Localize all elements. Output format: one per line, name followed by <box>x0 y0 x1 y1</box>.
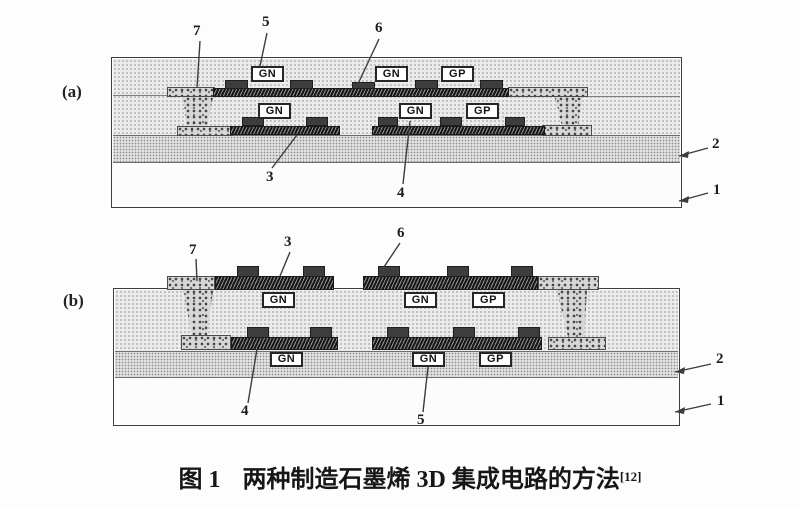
panel-a-upper-contact-5 <box>480 80 503 89</box>
panel-b-callout-5: 5 <box>417 412 425 428</box>
panel-a-upper-device-label-gn1: GN <box>251 66 284 82</box>
panel-b-upper-device-label-gn2: GN <box>404 292 437 308</box>
panel-a-upper-device-label-gp: GP <box>441 66 474 82</box>
panel-a-lower-contact-2 <box>306 117 328 126</box>
panel-b-callout-4: 4 <box>241 403 249 419</box>
leader-a-1 <box>678 192 709 202</box>
panel-a-upper-contact-3 <box>352 82 375 89</box>
panel-a-callout-2: 2 <box>712 136 720 152</box>
panel-a-layer-2 <box>113 135 680 163</box>
panel-b-lower-device-label-gp: GP <box>479 352 512 367</box>
panel-b-callout-7: 7 <box>189 242 197 258</box>
caption-title: 两种制造石墨烯 3D 集成电路的方法 <box>242 467 620 493</box>
panel-b-graphene-sheet-upper-right <box>363 276 538 290</box>
panel-b-lower-contact-4 <box>453 327 475 338</box>
panel-b-via-left-landing <box>181 335 231 350</box>
panel-a-lower-device-label-gn2: GN <box>399 103 432 119</box>
figure-caption: 图 1 两种制造石墨烯 3D 集成电路的方法[12] <box>110 459 710 494</box>
panel-a-callout-3: 3 <box>266 169 274 185</box>
panel-a-lower-contact-3 <box>378 117 398 126</box>
panel-a-callout-4: 4 <box>397 185 405 201</box>
caption-reference: [12] <box>619 469 642 484</box>
panel-a-upper-contact-4 <box>415 80 438 89</box>
panel-a-via-right-landing <box>542 125 592 136</box>
panel-b-upper-device-label-gp: GP <box>472 292 505 308</box>
panel-b-lower-contact-5 <box>518 327 540 338</box>
panel-a-callout-7: 7 <box>193 23 201 39</box>
panel-a-outer-box <box>111 57 682 208</box>
panel-b-lower-device-label-gn1: GN <box>270 352 303 367</box>
caption-figure-number: 图 1 <box>178 467 221 493</box>
panel-a-lower-contact-1 <box>242 117 264 126</box>
panel-a-upper-contact-1 <box>225 80 248 89</box>
panel-a-interface-line-right <box>588 96 680 97</box>
panel-b-upper-contact-5 <box>511 266 533 277</box>
panel-b-graphene-sheet-lower-right <box>372 337 542 350</box>
panel-b-substrate-layer-1 <box>115 378 678 424</box>
leader-b-1 <box>674 403 712 413</box>
panel-a-interface-line-left <box>113 95 171 96</box>
panel-a-lower-device-label-gp: GP <box>466 103 499 119</box>
panel-a-label: (a) <box>62 82 82 101</box>
panel-a-callout-6: 6 <box>375 20 383 36</box>
panel-a-substrate-layer-1 <box>113 163 680 206</box>
leader-b-2 <box>674 363 712 373</box>
panel-b-label: (b) <box>63 291 84 310</box>
panel-b-upper-contact-2 <box>303 266 325 277</box>
panel-b-via-right-top-flange <box>538 276 599 290</box>
panel-b-lower-device-label-gn2: GN <box>412 352 445 367</box>
panel-a-lower-device-label-gn1: GN <box>258 103 291 119</box>
panel-a-lower-contact-4 <box>440 117 462 126</box>
panel-b-lower-contact-2 <box>310 327 332 338</box>
panel-a-via-right-top-flange <box>508 87 588 97</box>
panel-b-lower-contact-3 <box>387 327 409 338</box>
panel-b-callout-6: 6 <box>397 225 405 241</box>
leader-b-6 <box>383 242 401 268</box>
panel-b-layer-2 <box>115 351 678 378</box>
panel-a-via-left-landing <box>177 126 233 136</box>
panel-a-callout-1: 1 <box>713 182 721 198</box>
panel-b-graphene-sheet-upper-left <box>215 276 334 290</box>
panel-b-lower-contact-1 <box>247 327 269 338</box>
panel-a-callout-5: 5 <box>262 14 270 30</box>
panel-a-lower-contact-5 <box>505 117 525 126</box>
panel-a-upper-device-label-gn2: GN <box>375 66 408 82</box>
panel-b-upper-contact-1 <box>237 266 259 277</box>
panel-a-via-left-top-flange <box>167 87 215 97</box>
panel-a-graphene-sheet-lower-left <box>230 126 340 135</box>
panel-a-graphene-sheet-lower-right <box>372 126 545 135</box>
panel-b-callout-1: 1 <box>717 393 725 409</box>
panel-a-upper-contact-2 <box>290 80 313 89</box>
panel-b-upper-device-label-gn1: GN <box>262 292 295 308</box>
panel-b-callout-3: 3 <box>284 234 292 250</box>
panel-a-graphene-sheet-upper <box>213 88 509 97</box>
panel-b-via-left-top-flange <box>167 276 215 290</box>
leader-b-3 <box>279 251 291 277</box>
panel-b-upper-contact-4 <box>447 266 469 277</box>
leader-a-2 <box>678 147 709 157</box>
panel-b-upper-contact-3 <box>378 266 400 277</box>
panel-b-via-right-landing <box>548 337 606 350</box>
panel-b-callout-2: 2 <box>716 351 724 367</box>
panel-b-graphene-sheet-lower-left <box>231 337 338 350</box>
